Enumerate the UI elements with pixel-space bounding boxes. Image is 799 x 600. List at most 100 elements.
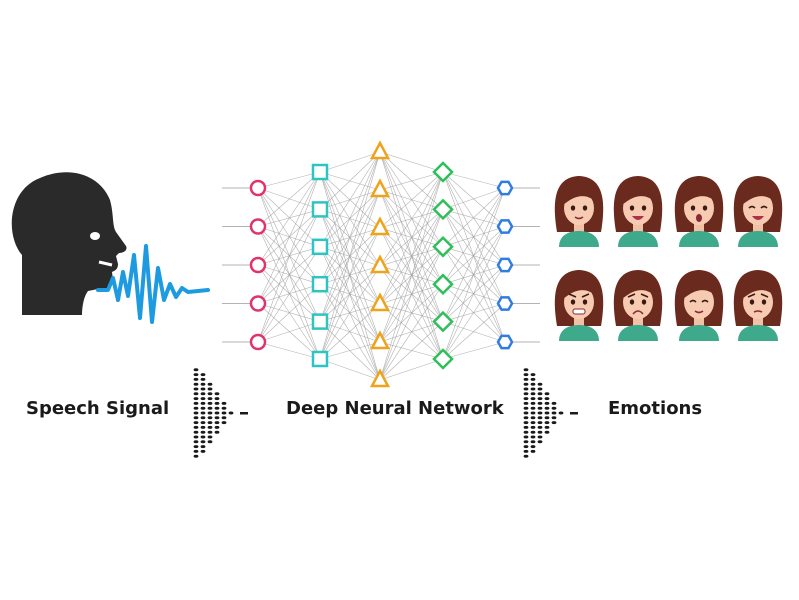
- network-edge: [257, 246, 321, 266]
- arrow-dot: [530, 406, 536, 410]
- network-edge: [379, 171, 444, 305]
- circle-node: [249, 218, 267, 235]
- arrow-dot: [200, 449, 206, 453]
- network-edge: [379, 246, 444, 381]
- triangle-node: [369, 368, 391, 388]
- bangs: [683, 189, 715, 205]
- arrow-dot: [530, 421, 536, 425]
- bangs: [742, 189, 774, 205]
- arrow-dot: [214, 421, 220, 425]
- network-edge: [257, 226, 321, 360]
- arrow-dot: [200, 387, 206, 391]
- network-edge: [257, 171, 321, 189]
- diamond-node: [432, 273, 454, 295]
- network-edge: [319, 341, 381, 360]
- arrow-dot: [551, 416, 557, 420]
- arrow-dot: [193, 430, 199, 434]
- arrow-dot: [207, 430, 213, 434]
- neck: [694, 315, 704, 327]
- arrow-dot: [530, 425, 536, 429]
- arrow-dot: [523, 454, 529, 458]
- arrow-dot: [221, 411, 227, 415]
- network-edge: [257, 226, 321, 285]
- arrow-dot: [193, 401, 199, 405]
- arrow-dot: [193, 411, 199, 415]
- diamond-node: [432, 236, 454, 258]
- network-edge: [442, 341, 506, 360]
- network-edge: [257, 187, 321, 360]
- arrow-dot: [537, 387, 543, 391]
- triangle-node: [369, 330, 391, 350]
- network-edge: [442, 321, 506, 343]
- network-edge: [379, 321, 444, 381]
- network-edge: [319, 189, 381, 360]
- eye: [570, 299, 576, 305]
- eye: [690, 205, 696, 211]
- mouth: [694, 310, 704, 314]
- arrow-dot: [193, 377, 199, 381]
- triangle-node: [369, 254, 391, 274]
- eye: [761, 299, 767, 305]
- woman-face-icon: [674, 176, 724, 247]
- circle-node: [249, 333, 267, 351]
- arrow-dot: [537, 401, 543, 405]
- triangle-node: [369, 292, 391, 312]
- arrow-dot: [207, 416, 213, 420]
- shirt: [559, 231, 599, 247]
- arrow-dot: [523, 445, 529, 449]
- arrow-dot: [207, 382, 213, 386]
- network-edge: [379, 209, 444, 381]
- diamond-node: [432, 198, 454, 221]
- eye: [748, 205, 756, 209]
- arrow-dot: [551, 401, 557, 405]
- hexagon-node: [496, 219, 514, 234]
- arrow-dot: [207, 435, 213, 439]
- arrow-tip: [240, 412, 248, 415]
- network-edge: [442, 303, 506, 360]
- deep-neural-network-label: Deep Neural Network: [286, 398, 504, 419]
- arrow-dot: [523, 440, 529, 444]
- arrow-dot: [207, 440, 213, 444]
- arrow-dot: [523, 397, 529, 401]
- arrow-dot: [544, 392, 550, 396]
- network-edge: [319, 151, 381, 322]
- speech-signal-label: Speech Signal: [26, 398, 170, 419]
- arrow-dot: [544, 425, 550, 429]
- network-edge: [442, 264, 506, 360]
- network-edge: [442, 171, 506, 227]
- arrow-dot: [523, 368, 529, 372]
- shirt: [679, 325, 719, 341]
- arrow-dot: [544, 406, 550, 410]
- arrow-dot: [544, 430, 550, 434]
- arrow-dot: [214, 406, 220, 410]
- eye: [701, 299, 709, 303]
- network-edge: [257, 187, 321, 285]
- bangs: [622, 283, 654, 299]
- arrow-dot: [193, 406, 199, 410]
- face: [684, 191, 714, 225]
- network-edge: [379, 171, 444, 191]
- arrow-dot: [221, 416, 227, 420]
- circle-node: [249, 179, 267, 197]
- square-node: [311, 350, 329, 368]
- eye: [641, 299, 647, 305]
- square-node: [311, 238, 329, 256]
- network-edge: [379, 284, 444, 381]
- arrow-dot: [537, 421, 543, 425]
- arrow-dot: [537, 411, 543, 415]
- arrow-dot: [214, 430, 220, 434]
- network-edge: [319, 265, 381, 360]
- arrow-dot: [214, 416, 220, 420]
- woman-face-icon: [613, 176, 663, 247]
- arrow-dot: [200, 421, 206, 425]
- neck: [574, 221, 584, 233]
- eye: [641, 205, 647, 211]
- arrow-dot: [193, 416, 199, 420]
- arrow-dot: [523, 382, 529, 386]
- shirt: [618, 231, 658, 247]
- arrow-dot: [551, 421, 557, 425]
- arrow-dot: [228, 411, 234, 415]
- arrow-dot: [537, 416, 543, 420]
